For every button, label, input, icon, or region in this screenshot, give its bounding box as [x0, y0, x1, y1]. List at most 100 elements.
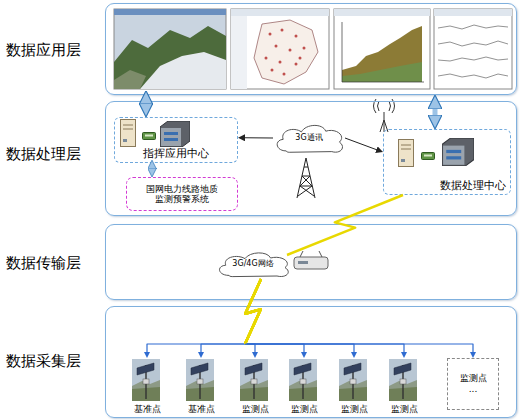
terrain-screenshot	[114, 9, 226, 89]
connector-line	[245, 344, 354, 354]
site-photos	[186, 359, 214, 401]
wireless-bolt	[245, 279, 261, 344]
map-screenshot	[271, 69, 274, 72]
site-photos	[389, 359, 417, 401]
site-point: 监测点	[284, 358, 324, 416]
terrain-screenshot	[140, 52, 226, 89]
connector	[435, 105, 436, 119]
connector	[345, 138, 378, 150]
site-photos	[289, 359, 317, 401]
wireless-bolt	[245, 279, 261, 344]
tower-icon	[300, 186, 312, 187]
map-screenshot	[275, 45, 278, 48]
data-center-equipment	[399, 140, 414, 167]
node-label: ...	[469, 384, 478, 395]
connector-line	[345, 138, 378, 150]
network-cloud: 3G/4G网络	[213, 249, 293, 279]
site-photos	[339, 359, 367, 401]
tower-icon	[302, 176, 310, 177]
map-screenshot	[254, 20, 318, 84]
connector	[201, 279, 261, 354]
connector	[243, 137, 273, 138]
connector	[245, 279, 304, 354]
connector-line	[201, 344, 245, 354]
wireless-bolt	[245, 279, 261, 344]
layer-band: 数据处理层指挥应用中心国网电力线路地质监测预警系统3G通讯数据处理中心	[105, 101, 517, 216]
tower-icon	[302, 176, 312, 186]
node-label: 监测点	[291, 404, 318, 415]
router-icon	[298, 261, 308, 264]
area-chart-screenshot	[342, 26, 422, 82]
connector-line	[245, 344, 404, 354]
cloud-outline	[219, 253, 288, 277]
tower-icon	[297, 158, 315, 198]
connector	[287, 195, 403, 255]
wireless-bolt	[245, 279, 261, 344]
line-charts-screenshot	[434, 9, 512, 89]
area-chart-screenshot	[342, 22, 343, 82]
data-center-equipment	[422, 153, 435, 160]
area-chart-screenshot	[334, 9, 430, 89]
layer-heading: 数据处理层	[6, 145, 101, 163]
map-screenshot	[265, 57, 268, 60]
tower-icon	[300, 186, 314, 196]
terrain-screenshot	[114, 9, 226, 89]
layer-band: 数据传输层3G/4G网络	[105, 224, 517, 300]
connector	[245, 279, 473, 354]
tower-icon	[304, 167, 308, 168]
line-charts-screenshot	[438, 74, 508, 78]
layer-heading: 数据应用层	[6, 41, 101, 59]
line-charts-screenshot	[438, 57, 508, 61]
area-chart-screenshot	[334, 9, 430, 16]
node-label: 监测点	[391, 404, 418, 415]
connector-line	[433, 105, 438, 119]
tower-icon	[300, 176, 310, 186]
line-charts-screenshot	[434, 9, 512, 89]
antenna-icon	[378, 101, 380, 111]
node-label: 监测点	[460, 373, 487, 384]
antenna-icon	[374, 99, 395, 132]
tower-icon	[298, 186, 312, 196]
map-screenshot	[265, 29, 306, 76]
connector	[245, 279, 261, 354]
tower-icon	[297, 158, 315, 198]
layer-band: 数据采集层基准点基准点监测点监测点监测点监测点监测点...	[105, 306, 517, 418]
node-label: 国网电力线路地质监测预警系统	[144, 184, 220, 204]
wireless-bolt	[245, 279, 261, 344]
data-center-equipment	[399, 138, 475, 166]
site-point: 监测点	[384, 358, 424, 416]
data-center-equipment	[442, 138, 474, 166]
connector	[245, 279, 354, 354]
line-charts-screenshot	[438, 25, 508, 29]
antenna-icon	[389, 101, 391, 111]
map-screenshot	[231, 16, 247, 89]
layer-heading: 数据传输层	[6, 254, 101, 272]
line-charts-screenshot	[434, 9, 512, 16]
site-point: 监测点	[334, 358, 374, 416]
command-center-equipment	[121, 120, 191, 148]
map-screenshot	[231, 9, 329, 89]
terrain-screenshot	[114, 9, 226, 15]
connector-line	[151, 166, 154, 170]
command-center-equipment	[143, 133, 156, 140]
node-label: 3G通讯	[295, 133, 322, 143]
command-center-equipment	[121, 120, 136, 147]
wireless-bolt	[287, 195, 403, 255]
map-screenshot	[279, 61, 282, 64]
line-charts-screenshot	[438, 25, 508, 78]
map-screenshot	[281, 29, 284, 32]
connector-line	[245, 344, 255, 354]
cloud-outline	[277, 125, 342, 152]
layer-band: 数据应用层	[105, 3, 517, 95]
router-icon	[300, 251, 303, 257]
wireless-bolt	[245, 279, 261, 344]
map-screenshot	[295, 35, 298, 38]
connector	[147, 279, 261, 354]
node-label: 基准点	[188, 404, 215, 415]
group-box: 国网电力线路地质监测预警系统	[126, 177, 238, 211]
router-icon	[319, 251, 322, 257]
connector-line	[243, 137, 273, 138]
router-icon	[294, 251, 328, 269]
map-screenshot	[303, 47, 306, 50]
